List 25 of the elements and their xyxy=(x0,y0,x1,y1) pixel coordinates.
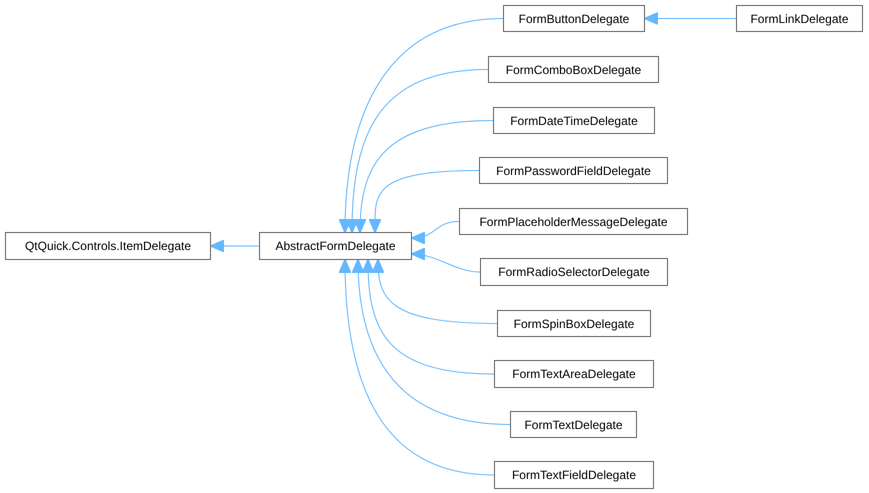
inheritance-arrow xyxy=(644,12,736,25)
class-box: FormLinkDelegate xyxy=(736,5,863,32)
inheritance-arrow xyxy=(338,18,504,234)
class-box: FormComboBoxDelegate xyxy=(488,56,659,83)
class-box: FormSpinBoxDelegate xyxy=(497,310,651,337)
class-box: FormPlaceholderMessageDelegate xyxy=(459,208,688,235)
inheritance-arrow xyxy=(368,170,480,234)
inheritance-arrow xyxy=(338,258,494,476)
class-box: FormTextAreaDelegate xyxy=(494,360,654,388)
class-box: FormRadioSelectorDelegate xyxy=(480,258,668,286)
class-box: FormTextFieldDelegate xyxy=(494,461,654,489)
class-box: FormButtonDelegate xyxy=(503,5,645,32)
inheritance-arrow xyxy=(210,240,260,252)
class-box: FormPasswordFieldDelegate xyxy=(479,157,668,184)
class-box: QtQuick.Controls.ItemDelegate xyxy=(5,232,211,260)
class-box: AbstractFormDelegate xyxy=(259,232,412,260)
inheritance-arrow xyxy=(354,120,494,234)
inheritance-arrow xyxy=(346,69,488,234)
inheritance-arrow xyxy=(410,248,480,272)
inheritance-arrow xyxy=(362,258,494,374)
class-box: FormTextDelegate xyxy=(510,411,637,438)
inheritance-arrow xyxy=(410,221,460,244)
inheritance-arrow xyxy=(352,258,510,425)
class-box: FormDateTimeDelegate xyxy=(493,107,655,134)
inheritance-arrow xyxy=(372,258,498,324)
